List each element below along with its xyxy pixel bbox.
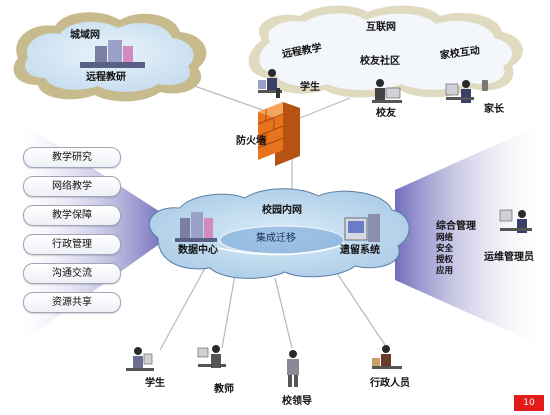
firewall-icon (257, 102, 300, 166)
legacy-system-label: 遗留系统 (340, 245, 380, 256)
campus-user-school-leader: 校领导 (282, 396, 312, 407)
right-funnel (395, 125, 540, 345)
function-online-teaching: 网络教学 (23, 176, 121, 197)
page-number-badge: 10 (514, 395, 544, 411)
student-campus-icon (126, 347, 154, 371)
internet-title: 互联网 (366, 22, 396, 33)
wan-caption: 远程教研 (86, 72, 126, 83)
admin-staff-icon (372, 345, 402, 369)
wan-title: 城域网 (70, 30, 100, 41)
data-center-server-icon (175, 212, 217, 242)
student-internet-icon (258, 69, 282, 98)
management-item-network: 网络 (436, 233, 454, 243)
internet-user-alumni: 校友 (376, 108, 396, 119)
integration-label: 集成迁移 (256, 233, 296, 244)
alumni-icon (372, 79, 402, 103)
function-communication: 沟通交流 (23, 263, 121, 284)
internet-tag-alumni-community: 校友社区 (360, 56, 400, 67)
campus-user-admin-staff: 行政人员 (370, 378, 410, 389)
operator-label: 运维管理员 (484, 252, 534, 263)
campus-cloud (148, 188, 410, 279)
management-title: 综合管理 (436, 221, 476, 232)
campus-title: 校园内网 (262, 205, 302, 216)
campus-user-teacher: 教师 (214, 384, 234, 395)
wan-server-icon (80, 40, 145, 68)
internet-user-student: 学生 (300, 82, 320, 93)
internet-user-parent: 家长 (484, 104, 504, 115)
legacy-system-icon (344, 214, 380, 242)
function-administration: 行政管理 (23, 234, 121, 255)
function-teaching-support: 教学保障 (23, 205, 121, 226)
campus-user-student: 学生 (145, 378, 165, 389)
internet-cloud (248, 5, 523, 98)
school-leader-icon (287, 350, 299, 387)
management-item-security: 安全 (436, 244, 454, 254)
management-item-application: 应用 (436, 266, 454, 276)
teacher-icon (197, 345, 226, 368)
operator-icon (499, 209, 532, 233)
function-resource-sharing: 资源共享 (23, 292, 121, 313)
function-teaching-research: 教学研究 (23, 147, 121, 168)
management-item-authorization: 授权 (436, 255, 454, 265)
parent-icon (445, 80, 488, 103)
data-center-label: 数据中心 (178, 245, 218, 256)
firewall-label: 防火墙 (236, 136, 266, 147)
